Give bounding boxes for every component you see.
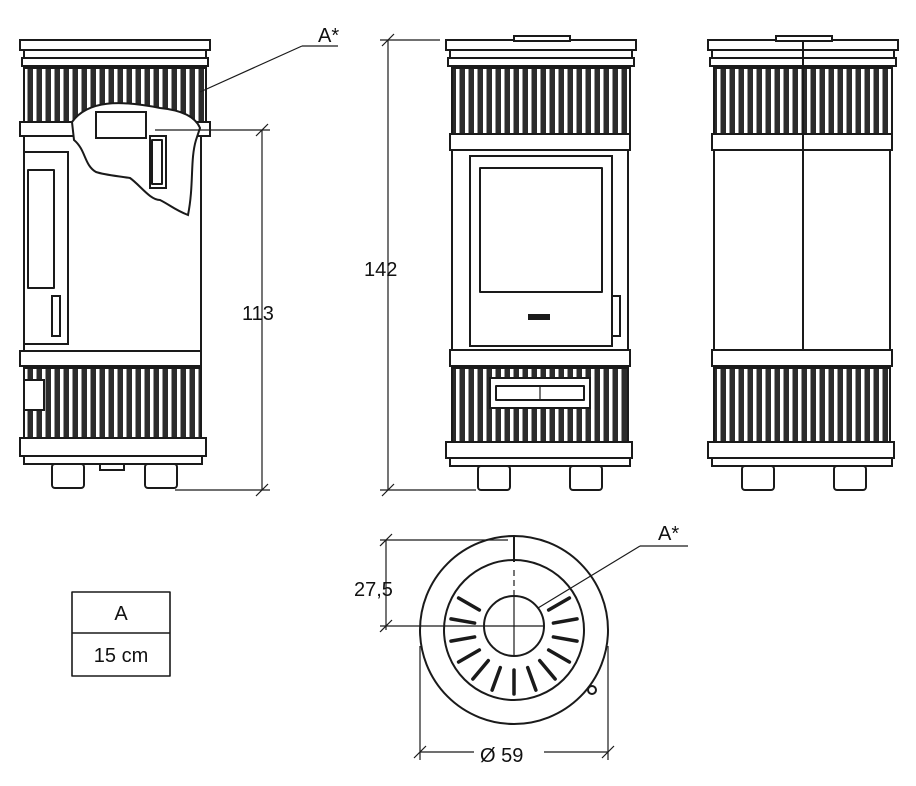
grille-slot: [456, 596, 482, 612]
flue-height-label: 113: [242, 303, 274, 325]
top-view: [379, 533, 688, 760]
grille-slot: [490, 665, 503, 692]
side-view: [19, 39, 338, 497]
top-grille-slots: [449, 596, 579, 696]
foot: [51, 463, 85, 489]
grille-slot: [546, 596, 572, 612]
lower-fluted-band: [713, 367, 891, 443]
front-view: [380, 33, 637, 497]
total-height-label: 142: [364, 259, 397, 281]
foot: [477, 465, 511, 491]
table-header: A: [114, 603, 128, 625]
top-plate: [19, 39, 211, 51]
table-value: 15 cm: [94, 645, 148, 667]
foot: [569, 465, 603, 491]
grille-slot: [471, 658, 491, 681]
side-flue-label: A*: [318, 25, 339, 47]
grille-slot: [546, 648, 572, 664]
upper-fluted-band: [451, 67, 631, 135]
foot: [741, 465, 775, 491]
grille-slot: [537, 658, 557, 681]
back-view: [707, 35, 899, 491]
grille-slot: [551, 635, 579, 643]
grille-slot: [551, 617, 579, 625]
grille-slot: [456, 648, 482, 664]
diameter-label: Ø 59: [480, 745, 523, 767]
grille-slot: [449, 635, 477, 643]
grille-slot: [449, 617, 477, 625]
lower-fluted-band: [23, 367, 202, 439]
door-handle: [611, 295, 621, 337]
foot: [833, 465, 867, 491]
top-flue-label: A*: [658, 523, 679, 545]
flue-offset-label: 27,5: [354, 579, 393, 601]
dimension-table: A 15 cm: [71, 591, 171, 677]
grille-slot: [525, 665, 538, 692]
door-glass: [479, 167, 603, 293]
foot: [144, 463, 178, 489]
flue-outlet: [95, 111, 147, 139]
